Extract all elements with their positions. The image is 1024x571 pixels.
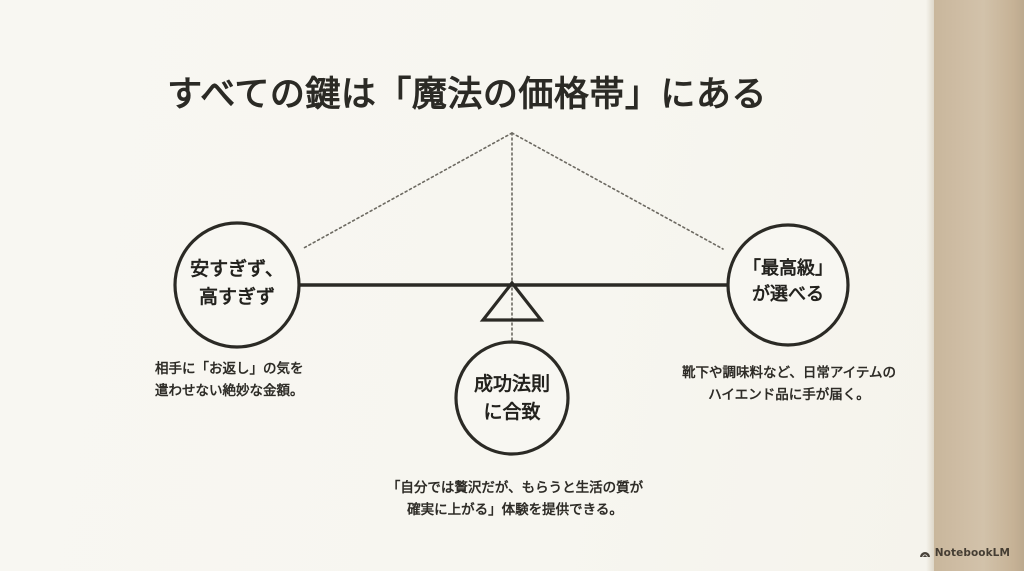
dotted-connector-group <box>301 132 724 346</box>
notebooklm-watermark: NotebookLM <box>919 547 1010 559</box>
balance-scale-diagram <box>173 132 850 456</box>
page-edge-band: NotebookLM <box>919 0 1024 571</box>
caption-left: 相手に「お返し」の気を 遣わせない絶妙な金額。 <box>155 361 304 400</box>
node-label-right: 「最高級」 が選べる <box>743 258 833 306</box>
dotted-line-to-left-node <box>301 132 513 250</box>
fulcrum-triangle <box>479 280 545 322</box>
node-circle-left <box>173 221 301 349</box>
node-circle-bottom <box>454 340 570 456</box>
caption-right: 靴下や調味料など、日常アイテムの ハイエンド品に手が届く。 <box>682 365 896 404</box>
notebooklm-watermark-label: NotebookLM <box>934 547 1010 559</box>
caption-bottom: 「自分では贅沢だが、もらうと生活の質が 確実に上がる」体験を提供できる。 <box>386 480 644 519</box>
dotted-line-to-right-node <box>511 132 724 250</box>
slide-title: すべての鍵は「魔法の価格帯」にある <box>167 75 767 115</box>
notebooklm-logo-icon <box>919 548 931 558</box>
node-circle-right <box>726 223 850 347</box>
node-label-left: 安すぎず、 高すぎず <box>190 258 284 308</box>
node-label-bottom: 成功法則 に合致 <box>473 373 550 423</box>
